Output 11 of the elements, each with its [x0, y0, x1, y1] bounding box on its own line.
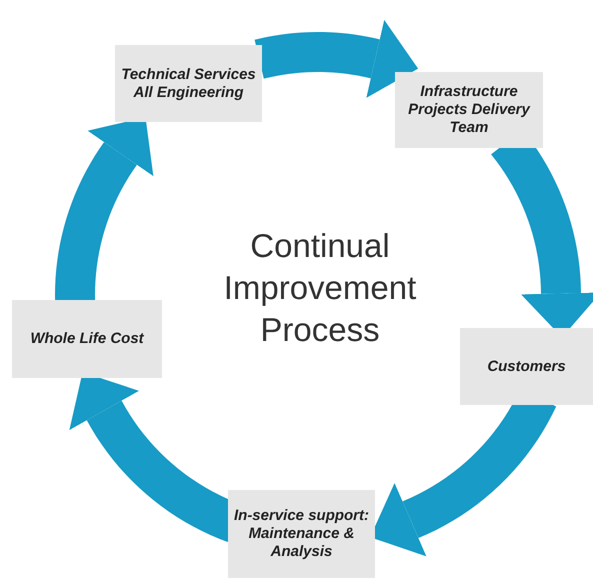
center-title: Continual Improvement Process [222, 226, 418, 350]
step-label: In-service support: Maintenance & Analysis [232, 507, 370, 561]
step-box [228, 490, 375, 578]
step-label: Customers [487, 358, 566, 376]
step-label: Infrastructure Projects Delivery Team [407, 83, 532, 137]
step-label: Whole Life Cost [30, 330, 144, 348]
step-box [395, 72, 543, 148]
step-label: Technical Services All Engineering [120, 66, 257, 102]
step-box [12, 300, 162, 378]
step-box [115, 45, 262, 122]
step-box [460, 328, 593, 405]
